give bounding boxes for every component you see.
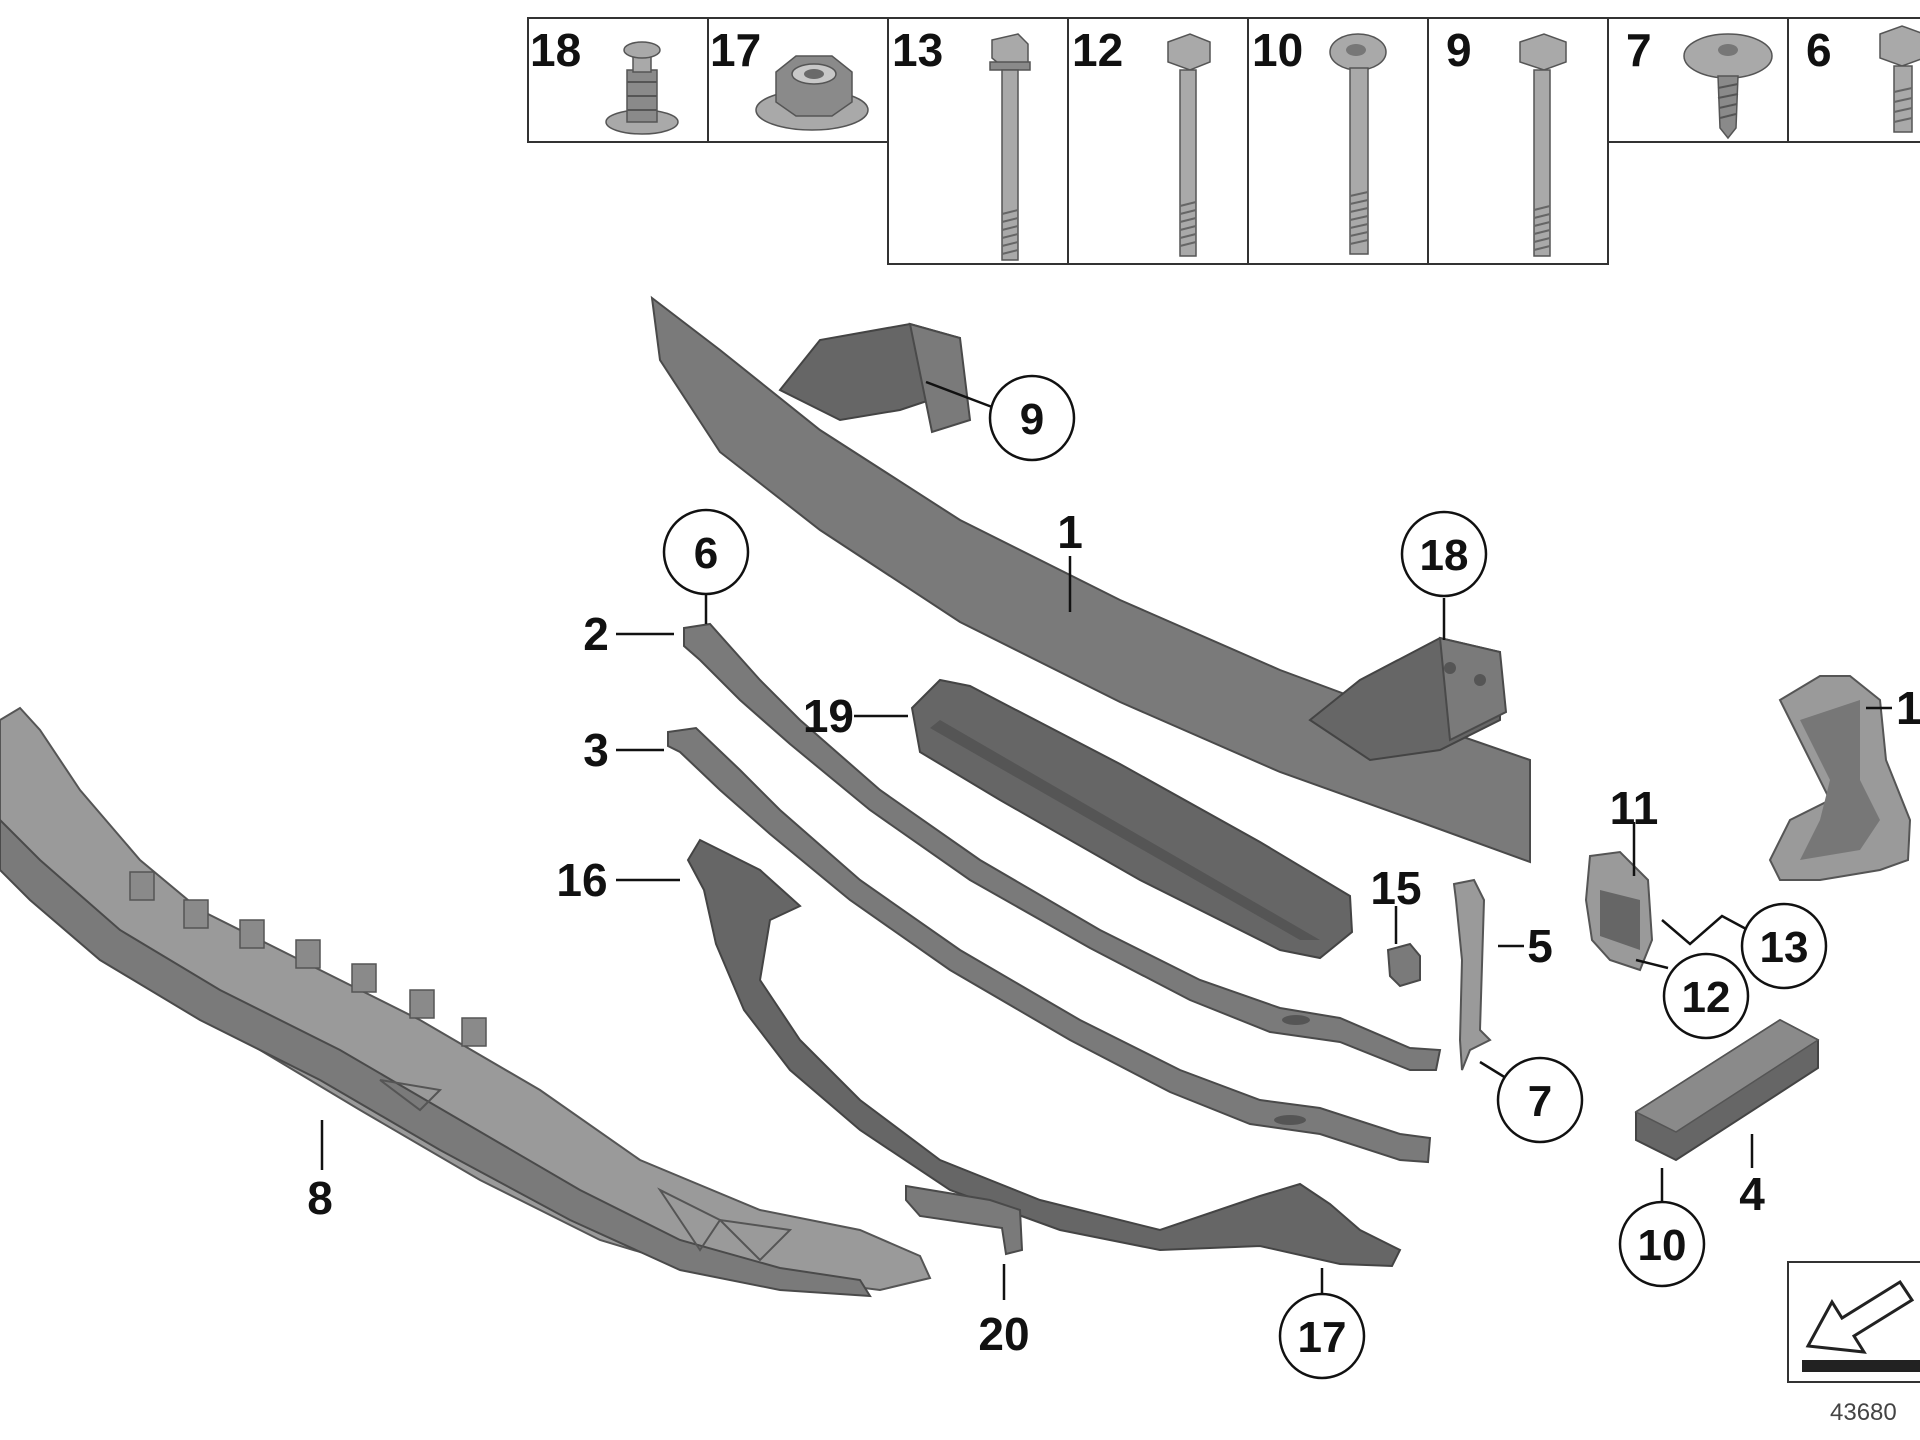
- circled-callout-9: 9: [988, 374, 1076, 462]
- hw-cell-13: [887, 17, 1069, 265]
- callout-11: 11: [1610, 782, 1659, 834]
- hw-number: 17: [710, 24, 761, 76]
- hw-cell-9: [1427, 17, 1609, 265]
- small-bracket: [1386, 942, 1421, 988]
- circled-callout-13: 13: [1740, 902, 1828, 990]
- torx-bolt-icon: [1329, 33, 1387, 255]
- bumper-carrier: [650, 295, 1531, 864]
- circled-callout-12: 12: [1662, 952, 1750, 1040]
- foam-block: [1634, 1018, 1820, 1162]
- circled-callout-7: 7: [1496, 1056, 1584, 1144]
- hex-bolt-icon: [1519, 33, 1567, 257]
- callout-16: 16: [556, 854, 607, 906]
- callout-9: 9: [1020, 395, 1044, 444]
- callout-13: 13: [1760, 923, 1809, 972]
- callout-5: 5: [1527, 920, 1553, 972]
- callout-17: 17: [1298, 1313, 1347, 1362]
- callout-15: 15: [1370, 862, 1421, 914]
- support-bracket-upper: [683, 622, 1442, 1071]
- hex-flange-nut-icon: [755, 55, 869, 131]
- push-rivet-icon: [605, 41, 679, 135]
- hw-number: 13: [892, 24, 943, 76]
- circled-callout-10: 10: [1618, 1200, 1706, 1288]
- reference-number: 43680: [1830, 1399, 1897, 1426]
- mounting-bracket: [1584, 850, 1654, 972]
- pan-head-screw-icon: [1683, 33, 1773, 140]
- callout-10: 10: [1638, 1221, 1687, 1270]
- callout-12: 12: [1682, 973, 1731, 1022]
- hw-number: 7: [1626, 24, 1652, 76]
- callout-6: 6: [694, 529, 718, 578]
- orientation-symbol: [1787, 1261, 1920, 1383]
- hex-bolt-icon: [1167, 33, 1211, 257]
- callout-14: 1: [1896, 682, 1920, 734]
- callout-18: 18: [1420, 531, 1469, 580]
- leader-lines: [320, 380, 1892, 1304]
- lower-energy-absorber: [0, 706, 932, 1298]
- circled-callout-18: 18: [1400, 510, 1488, 598]
- circled-callout-17: 17: [1278, 1292, 1366, 1380]
- hardware-table: 18 17 13 12 10 9 7 6: [527, 17, 1920, 265]
- hw-cell-12: [1067, 17, 1249, 265]
- hex-bolt-long-icon: [989, 33, 1031, 261]
- hw-number: 10: [1252, 24, 1303, 76]
- side-bracket: [1768, 675, 1912, 881]
- callout-20: 20: [978, 1308, 1029, 1360]
- vertical-bracket: [1452, 878, 1492, 1071]
- hw-number: 12: [1072, 24, 1123, 76]
- hw-number: 18: [530, 24, 581, 76]
- callout-2: 2: [583, 608, 609, 660]
- energy-absorber: [910, 678, 1354, 960]
- hex-bolt-short-icon: [1879, 25, 1920, 133]
- clip-bracket: [905, 1184, 1024, 1256]
- callout-8: 8: [307, 1172, 333, 1224]
- callout-4: 4: [1739, 1168, 1765, 1220]
- hw-number: 9: [1446, 24, 1472, 76]
- callout-1: 1: [1057, 506, 1083, 558]
- callout-3: 3: [583, 724, 609, 776]
- callout-19: 19: [803, 690, 854, 742]
- hw-number: 6: [1806, 24, 1832, 76]
- hw-cell-7: [1607, 17, 1789, 143]
- callout-7: 7: [1528, 1077, 1552, 1126]
- support-bracket-middle: [667, 726, 1432, 1164]
- circled-callout-6: 6: [662, 508, 750, 596]
- support-bracket-lower: [686, 838, 1402, 1268]
